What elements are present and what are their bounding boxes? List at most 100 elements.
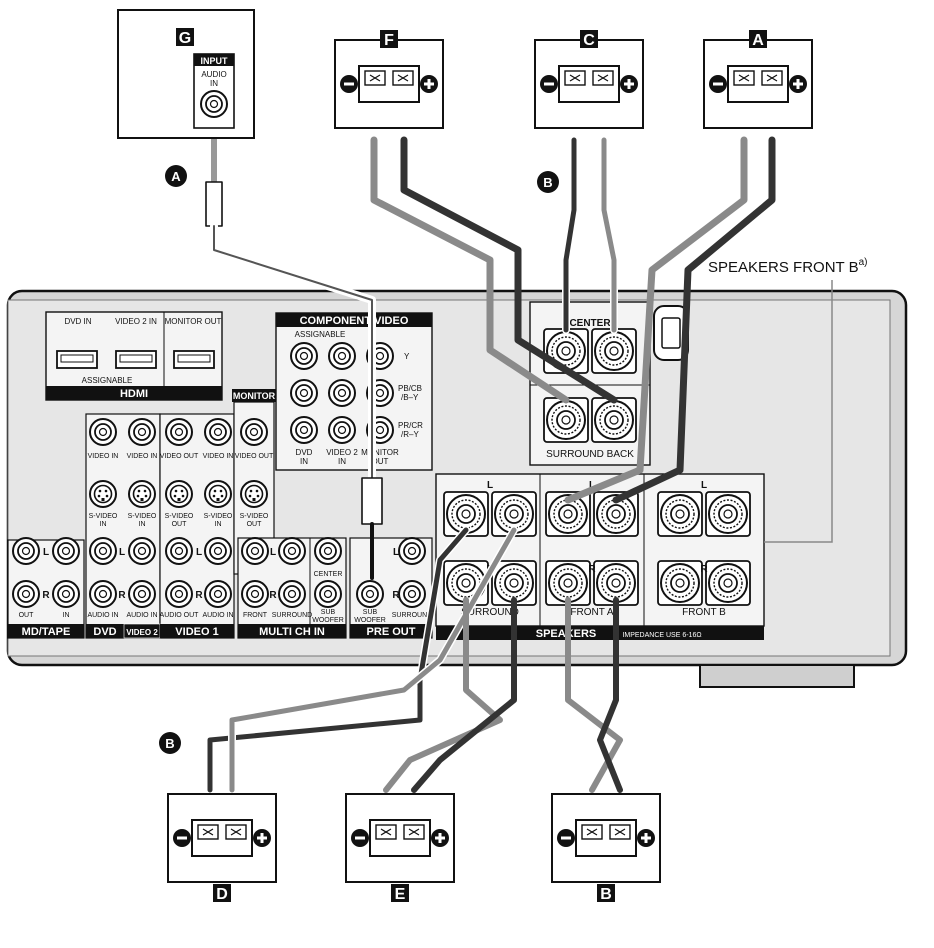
video1-svideo-in-jack[interactable] (204, 480, 232, 508)
monitor-title: MONITOR (233, 391, 276, 401)
component-video2-pr-jack[interactable] (328, 416, 356, 444)
video1-svideo-in-label2: IN (215, 521, 222, 528)
multi-subwoofer-jack[interactable] (314, 580, 342, 608)
speaker-f-letter: F (384, 32, 394, 49)
multi-front-l-jack[interactable] (241, 537, 269, 565)
cable-marker-a-text: A (171, 169, 181, 184)
speaker-center-label: CENTER (569, 318, 611, 329)
front-b-l-plus-terminal[interactable] (657, 491, 703, 537)
multi-r-label: R (269, 590, 277, 601)
preout-surround-l-jack[interactable] (398, 537, 426, 565)
hdmi-video2-in-label: VIDEO 2 IN (115, 317, 157, 326)
multi-surround-l-jack[interactable] (278, 537, 306, 565)
monitor-svideo-out-jack[interactable] (240, 480, 268, 508)
front-b-r-minus-terminal[interactable] (705, 560, 751, 606)
pre-out-title: PRE OUT (367, 626, 416, 638)
monitor-svideo-out-label2: OUT (247, 521, 263, 528)
hdmi-video2-in-port[interactable] (115, 350, 157, 369)
video1-audio-out-l-jack[interactable] (165, 537, 193, 565)
video1-audio-out-label: AUDIO OUT (160, 612, 200, 619)
multi-center-jack[interactable] (314, 537, 342, 565)
subwoofer-audio-in-jack[interactable] (200, 90, 228, 118)
speaker-c (534, 39, 644, 129)
dvd-title: DVD (93, 626, 116, 638)
multi-surround-label: SURROUND (272, 612, 312, 619)
multi-sub-label2: WOOFER (312, 617, 344, 624)
surround-back-plus-terminal[interactable] (543, 397, 589, 443)
pre-out-section: L R SUB WOOFER SURROUND PRE OUT (349, 537, 433, 639)
speaker-front-b-label: FRONT B (682, 607, 726, 618)
dvd-audio-l-jack[interactable] (89, 537, 117, 565)
dvd-svideo-in-jack[interactable] (89, 480, 117, 508)
monitor-video-out-label: VIDEO OUT (235, 453, 274, 460)
preout-surround-r-jack[interactable] (398, 580, 426, 608)
video1-audio-out-r-jack[interactable] (165, 580, 193, 608)
hdmi-monitor-out-port[interactable] (173, 350, 215, 369)
multi-front-r-jack[interactable] (241, 580, 269, 608)
speaker-a-letter: A (752, 32, 764, 49)
video2-audio-in-label: AUDIO IN (126, 612, 157, 619)
mdtape-out-label: OUT (19, 612, 35, 619)
front-b-r-plus-terminal[interactable] (657, 560, 703, 606)
mdtape-in-l-jack[interactable] (52, 537, 80, 565)
subwoofer-audio-label: AUDIO (201, 70, 226, 79)
hdmi-title: HDMI (120, 388, 148, 400)
mdtape-out-l-jack[interactable] (12, 537, 40, 565)
speaker-c-letter: C (583, 32, 595, 49)
subwoofer-in-label: IN (210, 79, 218, 88)
speaker-d-letter: D (216, 886, 228, 903)
video2-video-in-jack[interactable] (128, 418, 156, 446)
dvd-svideo-label: S-VIDEO (89, 513, 118, 520)
monitor-video-out-jack[interactable] (240, 418, 268, 446)
component-dvd-pr-jack[interactable] (290, 416, 318, 444)
component-dvd-y-jack[interactable] (290, 342, 318, 370)
front-b-callout-sup: a) (859, 257, 868, 268)
component-dvd-pb-jack[interactable] (290, 379, 318, 407)
video1-video-out-jack[interactable] (165, 418, 193, 446)
video2-svideo-in-jack[interactable] (128, 480, 156, 508)
preout-subwoofer-jack[interactable] (356, 580, 384, 608)
video1-svideo-in-label: S-VIDEO (204, 513, 233, 520)
surround-back-minus-terminal[interactable] (591, 397, 637, 443)
speaker-b (551, 793, 661, 883)
front-b-l-minus-terminal[interactable] (705, 491, 751, 537)
multi-center-label: CENTER (314, 571, 343, 578)
video1-svideo-out-jack[interactable] (165, 480, 193, 508)
mdtape-l-label: L (43, 547, 49, 558)
cable-marker-a: A (165, 165, 187, 187)
preout-sub-label2: WOOFER (354, 617, 386, 624)
front-b-callout-label: SPEAKERS FRONT Ba) (708, 257, 868, 276)
dvd-audio-r-jack[interactable] (89, 580, 117, 608)
video2-audio-l-jack[interactable] (128, 537, 156, 565)
mdtape-r-label: R (42, 590, 50, 601)
video1-audio-in-l-jack[interactable] (204, 537, 232, 565)
video1-video-in-jack[interactable] (204, 418, 232, 446)
cable-marker-b-bottom: B (159, 732, 181, 754)
mdtape-in-r-jack[interactable] (52, 580, 80, 608)
speaker-box-c: C (534, 30, 644, 129)
multi-l-label: L (270, 547, 276, 558)
preout-sub-label: SUB (363, 609, 378, 616)
video1-audio-in-r-jack[interactable] (204, 580, 232, 608)
component-video-title: COMPONENT VIDEO (300, 315, 409, 327)
multi-front-label: FRONT (243, 612, 268, 619)
center-minus-terminal[interactable] (591, 328, 637, 374)
dvd-video-in-jack[interactable] (89, 418, 117, 446)
video1-svideo-out-label: S-VIDEO (165, 513, 194, 520)
video2-audio-r-jack[interactable] (128, 580, 156, 608)
speaker-surround-back-label: SURROUND BACK (546, 449, 634, 460)
component-video2-y-jack[interactable] (328, 342, 356, 370)
front-b-l-label: L (701, 480, 707, 491)
component-pb-label: PB/CB (398, 384, 422, 393)
component-video2-pb-jack[interactable] (328, 379, 356, 407)
mdtape-out-r-jack[interactable] (12, 580, 40, 608)
multi-surround-r-jack[interactable] (278, 580, 306, 608)
subwoofer-box-g: G INPUT AUDIO IN (117, 9, 255, 139)
component-video2-label: VIDEO 2 (326, 448, 358, 457)
component-monitor-label2: OUT (372, 457, 389, 466)
speakers-impedance: IMPEDANCE USE 6-16Ω (622, 632, 701, 639)
video2-svideo-label: S-VIDEO (128, 513, 157, 520)
hdmi-dvd-in-port[interactable] (56, 350, 98, 369)
dvd-audio-in-label: AUDIO IN (87, 612, 118, 619)
